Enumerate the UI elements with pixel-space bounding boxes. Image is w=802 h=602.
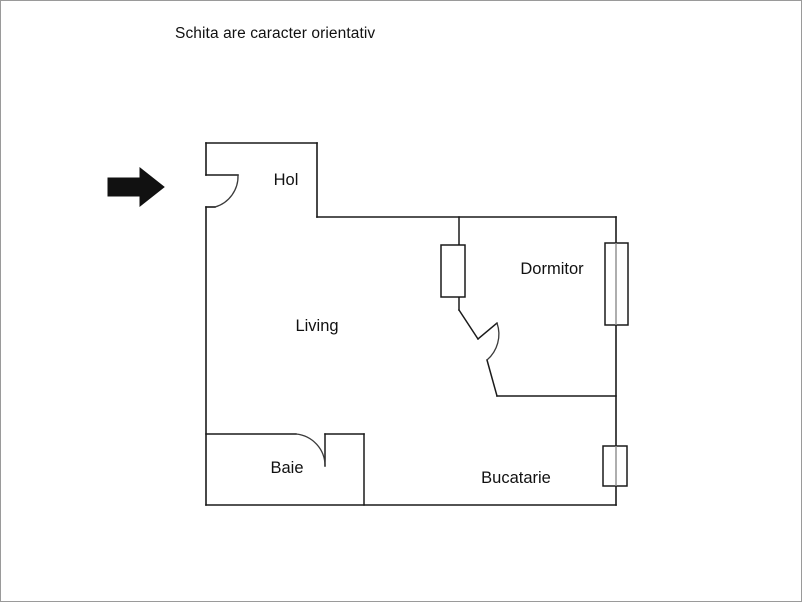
room-label-living: Living [295, 317, 338, 335]
outer-walls [205, 142, 617, 506]
window-dormitor-left [440, 244, 466, 298]
window-bucatarie [602, 445, 628, 487]
room-label-dormitor: Dormitor [520, 260, 584, 278]
door-living-dormitor [486, 322, 500, 361]
room-label-hol: Hol [274, 171, 299, 189]
window-dormitor-right [604, 242, 629, 326]
page-title: Schita are caracter orientativ [175, 25, 376, 42]
door-baie [295, 433, 326, 467]
room-label-bucatarie: Bucatarie [481, 469, 551, 487]
door-entrance [214, 174, 239, 208]
room-label-baie: Baie [270, 459, 303, 477]
entrance-arrow [107, 166, 165, 208]
